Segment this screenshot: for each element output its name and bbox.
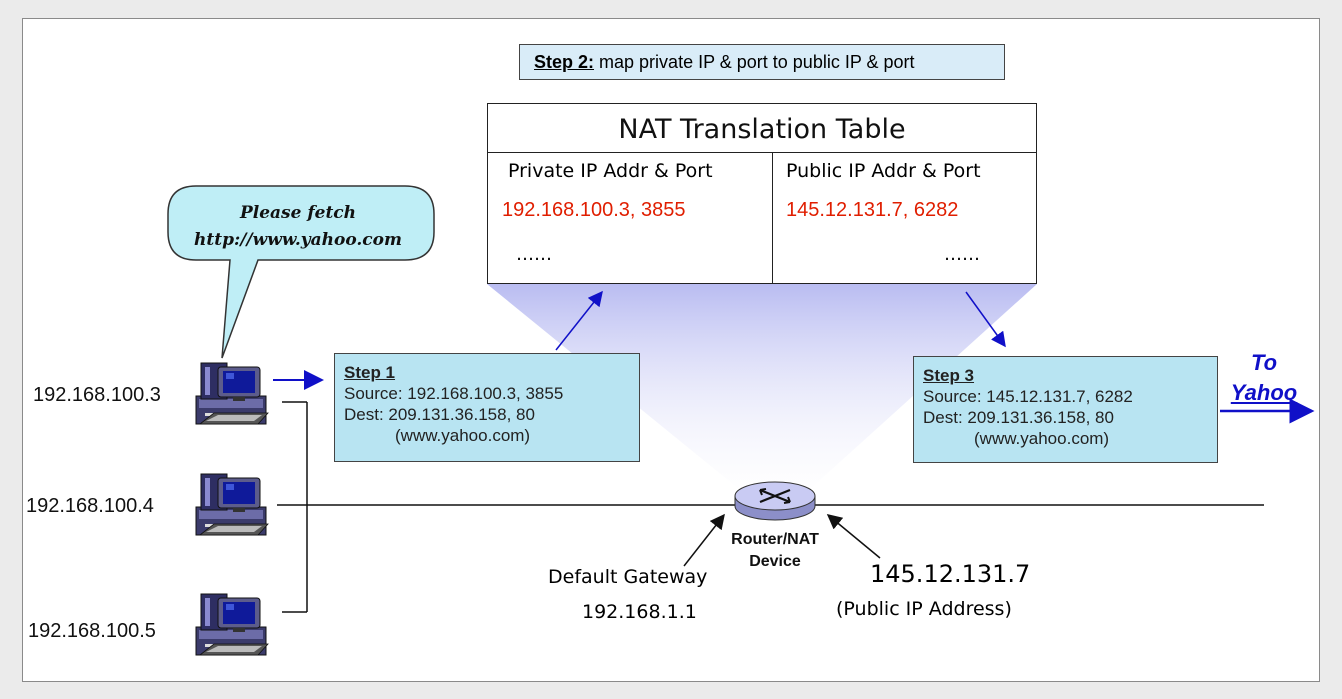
step1-title: Step 1	[344, 363, 396, 382]
step2-text: map private IP & port to public IP & por…	[599, 52, 915, 72]
step3-box: Step 3 Source: 145.12.131.7, 6282 Dest: …	[913, 356, 1218, 463]
nat-header-private: Private IP Addr & Port	[508, 160, 713, 182]
host-ip-label: 192.168.100.3	[33, 384, 161, 406]
computer-icon	[195, 473, 269, 536]
bubble-line1: Please fetch	[239, 203, 357, 223]
arrow-public-ip	[826, 514, 881, 559]
step2-label: Step 2:	[534, 52, 595, 72]
host-ip-label: 192.168.100.4	[26, 495, 154, 517]
step3-host: (www.yahoo.com)	[974, 429, 1110, 448]
to-yahoo-label: To Yahoo	[1216, 348, 1312, 408]
step3-dest: Dest: 209.131.36.158, 80	[923, 408, 1114, 427]
router-icon	[734, 481, 816, 521]
host-ip-label: 192.168.100.5	[28, 620, 156, 642]
nat-table-title: NAT Translation Table	[618, 114, 906, 145]
speech-bubble	[167, 185, 435, 359]
router-line2: Device	[749, 553, 801, 570]
to-yahoo-line1: To	[1250, 350, 1278, 375]
step1-host: (www.yahoo.com)	[395, 426, 531, 445]
to-yahoo-line2: Yahoo	[1230, 380, 1298, 405]
translation-beam	[487, 284, 1037, 498]
public-ip: 145.12.131.7	[870, 560, 1031, 588]
computer-icon	[195, 362, 269, 425]
step1-box: Step 1 Source: 192.168.100.3, 3855 Dest:…	[334, 353, 640, 462]
step3-title: Step 3	[923, 366, 975, 385]
nat-header-public: Public IP Addr & Port	[786, 160, 981, 182]
nat-cell-ellipsis: ……	[944, 244, 980, 265]
router-label: Router/NAT Device	[700, 529, 850, 573]
nat-cell-private: 192.168.100.3, 3855	[502, 199, 686, 221]
default-gateway-ip: 192.168.1.1	[582, 601, 697, 623]
step1-source: Source: 192.168.100.3, 3855	[344, 384, 564, 403]
computer-icon	[195, 593, 269, 656]
step2-box: Step 2: map private IP & port to public …	[519, 44, 1005, 80]
arrow-step1-to-table	[555, 290, 603, 351]
default-gateway-label: Default Gateway	[548, 566, 708, 588]
arrow-gateway	[683, 513, 725, 567]
router-line1: Router/NAT	[731, 531, 819, 548]
nat-translation-table: NAT Translation Table Private IP Addr & …	[487, 103, 1037, 284]
nat-cell-ellipsis: ……	[516, 244, 552, 265]
arrow-table-to-step3	[965, 291, 1006, 348]
step3-source: Source: 145.12.131.7, 6282	[923, 387, 1133, 406]
nat-cell-public: 145.12.131.7, 6282	[786, 199, 959, 221]
bubble-line2: http://www.yahoo.com	[194, 230, 402, 250]
public-ip-label: (Public IP Address)	[836, 598, 1012, 620]
bubble-text: Please fetch http://www.yahoo.com	[168, 200, 428, 254]
step1-dest: Dest: 209.131.36.158, 80	[344, 405, 535, 424]
